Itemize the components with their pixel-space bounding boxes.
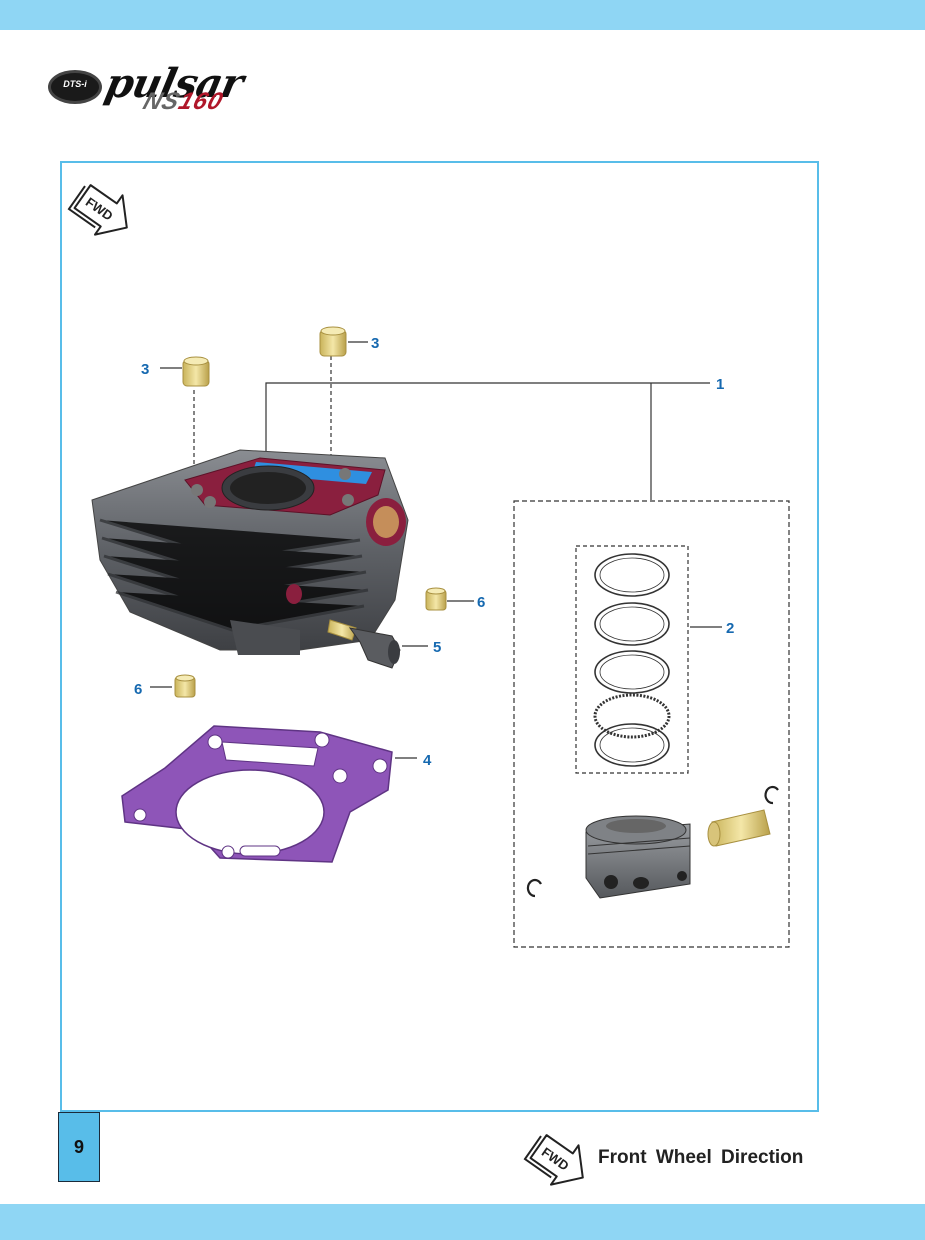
base-gasket: [121, 725, 393, 863]
callout-3-right: 3: [371, 335, 379, 352]
piston-rings: [593, 553, 671, 767]
callout-5: 5: [433, 639, 441, 656]
page-number: 9: [73, 1137, 84, 1157]
dowel-pin-6-left: [174, 674, 196, 698]
page-number-tab: 9: [58, 1112, 100, 1182]
callout-2: 2: [726, 620, 734, 637]
callout-6-left: 6: [134, 681, 142, 698]
dtsi-badge: DTS-i: [48, 70, 102, 104]
top-band: [0, 0, 925, 30]
temperature-sensor: [327, 619, 401, 669]
callouts: 1 2 3 3 4 5 6 6: [134, 335, 734, 769]
dowel-pin-3-left: [182, 356, 210, 387]
piston: [585, 815, 691, 899]
dowel-pin-6-right: [425, 587, 447, 611]
dashed-leaders: [193, 356, 332, 490]
callout-6-right: 6: [477, 594, 485, 611]
cylinder-block: [91, 449, 409, 655]
bottom-band: [0, 1204, 925, 1240]
brand-logo: DTS-i pulsar NS160: [48, 58, 298, 118]
circlips: [526, 785, 779, 898]
callout-4: 4: [423, 752, 432, 769]
callout-3-left: 3: [141, 361, 149, 378]
fwd-arrow-icon: FWD: [67, 184, 128, 236]
leader-lines: [150, 341, 722, 759]
piston-pin: [707, 809, 771, 847]
dowel-pin-3-right: [319, 326, 347, 357]
fwd-arrow-icon-footer: FWD: [523, 1134, 584, 1186]
fwd-legend: Front Wheel Direction: [598, 1147, 804, 1168]
diagram-frame: [60, 161, 819, 1112]
ring-set-box: [575, 545, 689, 774]
callout-1: 1: [716, 376, 724, 393]
piston-kit-box: [513, 500, 790, 948]
